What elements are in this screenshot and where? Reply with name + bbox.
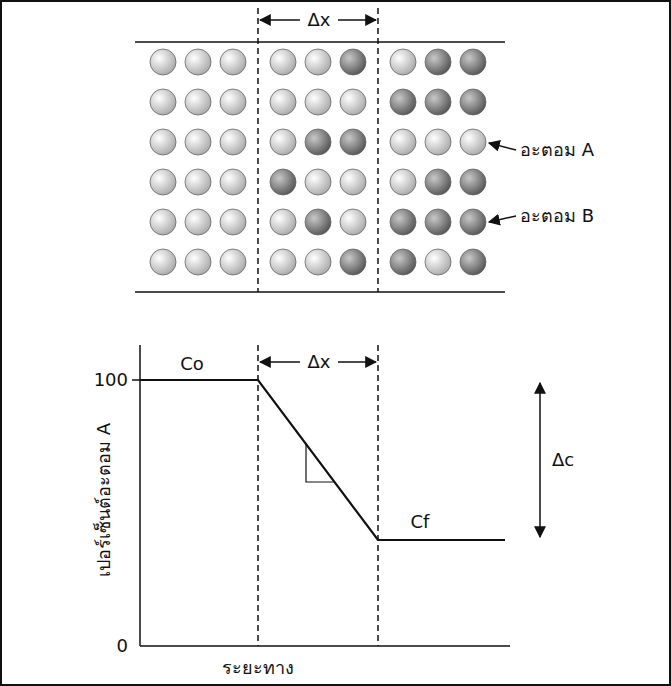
x-axis <box>140 645 510 647</box>
atom-b <box>390 249 416 275</box>
atom-b <box>425 49 451 75</box>
atom-b <box>305 209 331 235</box>
atom-a <box>340 169 366 195</box>
atom-a <box>185 249 211 275</box>
atom-b <box>340 49 366 75</box>
atom-b <box>390 89 416 115</box>
atom-b <box>425 209 451 235</box>
atom-a <box>150 89 176 115</box>
atom-a <box>305 169 331 195</box>
atom-a <box>425 129 451 155</box>
atom-a <box>185 49 211 75</box>
boundary-line <box>135 291 505 293</box>
atom-a <box>220 169 246 195</box>
atom-a <box>185 129 211 155</box>
atom-a <box>270 209 296 235</box>
atom-b <box>460 169 486 195</box>
y-axis <box>139 345 141 646</box>
dimension-arrow <box>338 19 376 21</box>
atom-b <box>390 209 416 235</box>
dashed-divider <box>377 8 379 292</box>
atom-a <box>150 249 176 275</box>
atom-grid <box>150 49 486 275</box>
atom-b <box>460 249 486 275</box>
atom-a <box>340 209 366 235</box>
axis-tick-label: 100 <box>94 369 128 391</box>
atom-b <box>270 169 296 195</box>
atom-a <box>270 89 296 115</box>
axis-title: ระยะทาง <box>222 657 294 679</box>
concentration-label: Co <box>180 353 204 375</box>
atom-a <box>220 249 246 275</box>
atom-b <box>425 169 451 195</box>
atom-a <box>390 169 416 195</box>
dashed-divider <box>257 345 259 646</box>
concentration-profile <box>140 380 505 540</box>
atom-b <box>460 89 486 115</box>
atom-a <box>185 89 211 115</box>
dimension-arrow <box>260 19 300 21</box>
atom-label: อะตอม B <box>520 205 594 227</box>
atom-a <box>305 49 331 75</box>
atom-a <box>390 129 416 155</box>
axis-tick-label: 0 <box>117 635 128 657</box>
boundary-line <box>135 41 505 43</box>
atom-a <box>220 49 246 75</box>
atom-a <box>185 209 211 235</box>
atom-a <box>270 249 296 275</box>
atom-a <box>150 129 176 155</box>
dimension-arrow <box>539 383 541 537</box>
atom-a <box>340 89 366 115</box>
leader-arrow <box>489 216 516 222</box>
atom-a <box>220 89 246 115</box>
dimension-arrow <box>338 361 376 363</box>
dashed-divider <box>377 345 379 646</box>
atom-a <box>220 129 246 155</box>
atom-b <box>425 89 451 115</box>
atom-a <box>150 49 176 75</box>
atom-label: อะตอม A <box>520 139 594 161</box>
concentration-label: Cf <box>411 511 430 533</box>
atom-b <box>460 209 486 235</box>
leader-arrow <box>489 143 516 150</box>
atom-a <box>270 129 296 155</box>
dimension-label: Δc <box>552 449 574 471</box>
atom-a <box>185 169 211 195</box>
atom-b <box>340 129 366 155</box>
atom-a <box>220 209 246 235</box>
atom-a <box>270 49 296 75</box>
dashed-divider <box>257 8 259 292</box>
atom-b <box>340 249 366 275</box>
axis-title: เปอร์เซ็นต์อะตอม A <box>93 423 115 577</box>
atom-b <box>305 129 331 155</box>
dimension-label: Δx <box>308 351 331 373</box>
atom-a <box>150 169 176 195</box>
atom-a <box>305 249 331 275</box>
tick <box>132 379 140 381</box>
atom-a <box>460 129 486 155</box>
atom-a <box>150 209 176 235</box>
dimension-arrow <box>260 361 300 363</box>
atom-a <box>390 49 416 75</box>
atom-a <box>305 89 331 115</box>
atom-a <box>425 249 451 275</box>
atom-b <box>460 49 486 75</box>
dimension-label: Δx <box>308 9 331 31</box>
slope-triangle <box>306 443 335 482</box>
